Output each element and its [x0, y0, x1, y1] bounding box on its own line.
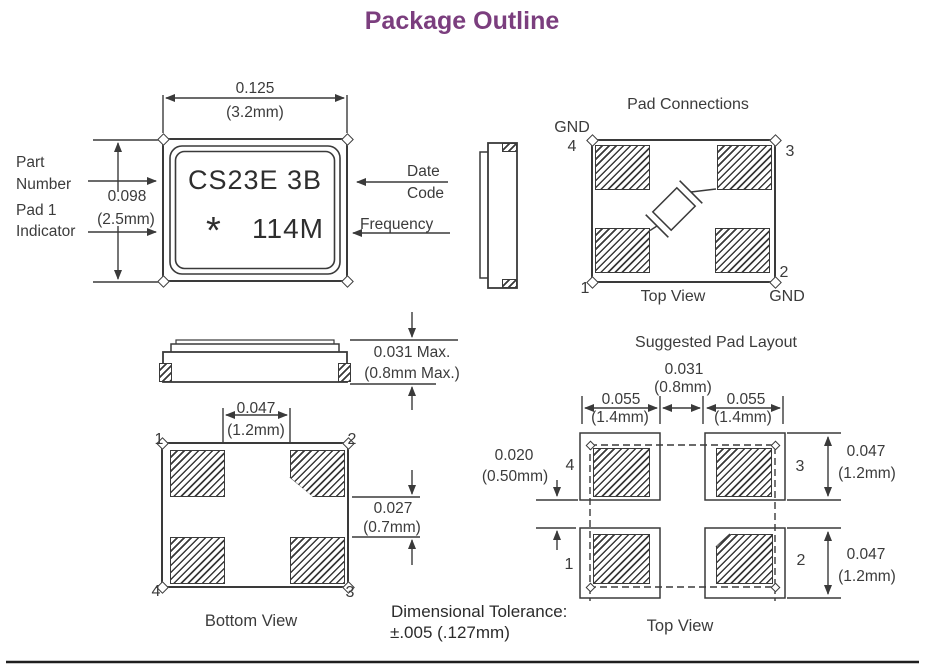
width-dimension	[162, 94, 348, 133]
pc-pad4-hatch	[595, 145, 650, 190]
pc-pad2-hatch	[715, 228, 770, 273]
bv-gap-inches: 0.047	[236, 400, 276, 417]
pc-caption: Top View	[640, 288, 706, 305]
spl-padh-top-mm: (1.2mm)	[838, 465, 896, 482]
pad-connections-title: Pad Connections	[627, 96, 749, 113]
bv-pad3-hatch	[290, 537, 345, 584]
bv-pin2: 2	[347, 431, 357, 448]
spl-padh-bot-inches: 0.047	[846, 546, 886, 563]
chip-marking-line1: CS23E 3B	[187, 165, 323, 195]
side-pad-hatch-top	[502, 143, 517, 152]
dim-height-inches: 0.098	[107, 188, 147, 205]
hside-pad-hatch-right	[338, 363, 351, 382]
page-title: Package Outline	[364, 7, 560, 35]
bv-pin3: 3	[345, 584, 355, 601]
leader-lines	[88, 177, 450, 237]
pad-layout-dimensions	[536, 396, 841, 599]
bv-pad4-hatch	[170, 537, 225, 584]
chip-marking-star: *	[206, 210, 221, 252]
spl-padh-top-inches: 0.047	[846, 443, 886, 460]
spl-offset-mm: (0.50mm)	[481, 468, 549, 485]
spl-pin1: 1	[564, 556, 574, 573]
spl-pad4-hatch	[593, 448, 650, 497]
date-code-label: Date Code	[407, 163, 445, 202]
spl-caption: Top View	[646, 617, 714, 635]
hside-pad-hatch-left	[159, 363, 172, 382]
height-dimension	[93, 139, 160, 283]
tolerance-line2: ±.005 (.127mm)	[390, 623, 510, 642]
bv-caption: Bottom View	[204, 612, 298, 630]
spl-padw-right-inches: 0.055	[726, 391, 766, 408]
crystal-symbol	[645, 180, 717, 238]
thickness-mm: (0.8mm Max.)	[364, 365, 460, 382]
chip-marking-frequency: 114M	[252, 213, 324, 244]
bv-pin4: 4	[151, 583, 161, 600]
pad1-indicator-label: Pad 1 Indicator	[16, 202, 76, 240]
bv-vgap-inches: 0.027	[373, 500, 413, 517]
dim-width-inches: 0.125	[235, 80, 275, 97]
spl-padw-right-mm: (1.4mm)	[714, 409, 772, 426]
side-view-horizontal	[162, 339, 348, 383]
thickness-dimension	[350, 312, 458, 410]
pc-pad3-hatch	[717, 145, 772, 190]
bottom-view-dimensions	[222, 408, 420, 565]
spl-pin3: 3	[795, 458, 805, 475]
pc-gnd-bottom: GND	[769, 288, 805, 305]
spl-padh-bot-mm: (1.2mm)	[838, 568, 896, 585]
spl-pad1-hatch	[593, 534, 650, 584]
spl-title: Suggested Pad Layout	[635, 334, 797, 351]
spl-pin2: 2	[796, 552, 806, 569]
pc-pad1-hatch	[595, 228, 650, 273]
spl-gap-inches: 0.031	[664, 361, 704, 378]
side-pad-hatch-bottom	[502, 279, 517, 288]
spl-offset-inches: 0.020	[494, 447, 534, 464]
dim-width-mm: (3.2mm)	[226, 104, 284, 121]
pc-pin4: 4	[567, 138, 577, 155]
bv-pin1: 1	[154, 431, 164, 448]
spl-padw-left-inches: 0.055	[601, 391, 641, 408]
pc-gnd-top: GND	[554, 119, 590, 136]
spl-pad3-hatch	[716, 448, 772, 497]
bv-vgap-mm: (0.7mm)	[363, 519, 421, 536]
tolerance-line1: Dimensional Tolerance:	[391, 602, 568, 621]
pc-pin2: 2	[779, 264, 789, 281]
dim-height-mm: (2.5mm)	[97, 211, 155, 228]
spl-pad2-hatch	[716, 534, 773, 584]
spl-padw-left-mm: (1.4mm)	[591, 409, 649, 426]
pc-pin1: 1	[580, 280, 590, 297]
bv-pad1-hatch	[170, 450, 225, 497]
spl-pin4: 4	[565, 457, 575, 474]
thickness-inches: 0.031 Max.	[373, 344, 451, 361]
frequency-label: Frequency	[360, 216, 434, 233]
side-view-vertical	[479, 142, 518, 289]
spl-gap-mm: (0.8mm)	[654, 379, 712, 396]
pc-pin3: 3	[785, 143, 795, 160]
chip-outline	[162, 138, 348, 282]
part-number-label: Part Number	[16, 154, 72, 193]
bv-gap-mm: (1.2mm)	[227, 422, 285, 439]
